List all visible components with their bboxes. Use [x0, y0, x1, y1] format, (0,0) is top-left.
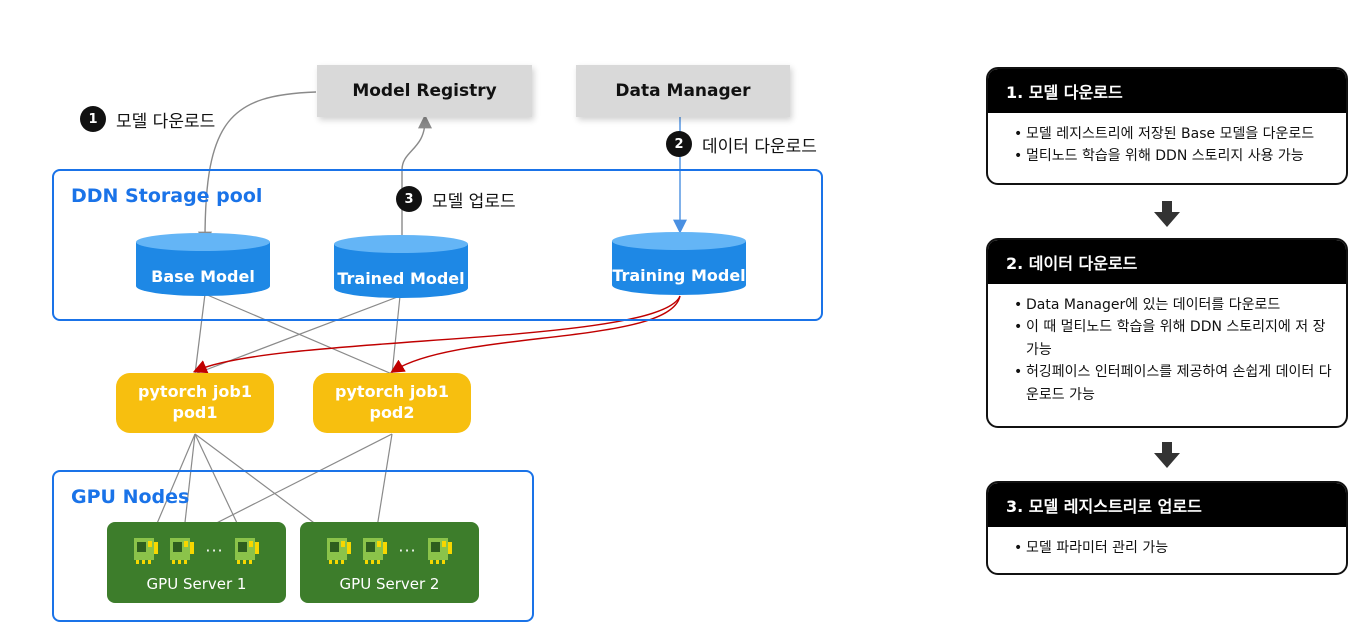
training-to-pod1-arrow — [192, 295, 681, 374]
pod2-box: pytorch job1 pod2 — [313, 373, 471, 433]
download-model-arrow — [198, 91, 317, 246]
down-arrow-icon — [1154, 201, 1180, 227]
trained-model-label: Trained Model — [337, 269, 465, 288]
gpu-chip-icon — [170, 538, 195, 564]
gpu-chip-icon — [363, 538, 388, 564]
step3-label: 3 모델 업로드 — [396, 186, 516, 212]
down-arrow-icon — [1154, 442, 1180, 468]
gpu-server-2: ··· GPU Server 2 — [300, 522, 479, 603]
trained-model-cylinder — [334, 235, 468, 298]
step3-badge: 3 — [396, 186, 422, 212]
ddn-storage-pool — [52, 169, 823, 321]
server2-gpus: ··· — [300, 536, 479, 564]
gpu-chip-icon — [327, 538, 352, 564]
step2-text: 데이터 다운로드 — [702, 136, 817, 157]
pod2-line2: pod2 — [369, 403, 415, 422]
model-registry-box: Model Registry — [317, 65, 532, 117]
pod1-line2: pod1 — [172, 403, 218, 422]
pod1-line1: pytorch job1 — [138, 382, 252, 402]
card2-title: 2. 데이터 다운로드 — [988, 240, 1346, 284]
more-gpus-ellipsis: ··· — [398, 540, 417, 560]
step-card-3: 3. 모델 레지스트리로 업로드 모델 파라미터 관리 가능 — [986, 481, 1348, 575]
card2-item: 허깅페이스 인터페이스를 제공하여 손쉽게 데이터 다운로드 가능 — [1014, 361, 1332, 406]
data-manager-box: Data Manager — [576, 65, 790, 117]
step-card-1: 1. 모델 다운로드 모델 레지스트리에 저장된 Base 모델을 다운로드 멀… — [986, 67, 1348, 185]
gpu-chip-icon — [134, 538, 159, 564]
gpu-server-2-label: GPU Server 2 — [339, 575, 440, 593]
more-gpus-ellipsis: ··· — [205, 540, 224, 560]
card2-item: Data Manager에 있는 데이터를 다운로드 — [1014, 294, 1332, 317]
gpu-chip-icon — [427, 538, 452, 564]
base-model-cylinder — [136, 233, 270, 296]
training-model-cylinder — [612, 232, 746, 295]
gpu-chip-icon — [234, 538, 259, 564]
step1-badge: 1 — [80, 106, 106, 132]
server1-gpus: ··· — [107, 536, 286, 564]
card1-item: 멀티노드 학습을 위해 DDN 스토리지 사용 가능 — [1014, 145, 1332, 168]
card1-title: 1. 모델 다운로드 — [988, 69, 1346, 113]
gpu-server-1: ··· GPU Server 1 — [107, 522, 286, 603]
storage-pool-title: DDN Storage pool — [71, 185, 263, 207]
training-to-pod2-arrow — [390, 295, 681, 373]
pod2-line1: pytorch job1 — [335, 382, 449, 402]
step-card-2: 2. 데이터 다운로드 Data Manager에 있는 데이터를 다운로드 이… — [986, 238, 1348, 428]
step2-badge: 2 — [666, 131, 692, 157]
gpu-server-1-label: GPU Server 1 — [146, 575, 247, 593]
step3-text: 모델 업로드 — [432, 191, 516, 212]
pod1-box: pytorch job1 pod1 — [116, 373, 274, 433]
card3-title: 3. 모델 레지스트리로 업로드 — [988, 483, 1346, 527]
training-model-label: Training Model — [612, 266, 746, 285]
card3-item: 모델 파라미터 관리 가능 — [1014, 537, 1332, 560]
card1-item: 모델 레지스트리에 저장된 Base 모델을 다운로드 — [1014, 123, 1332, 146]
gpu-nodes-box — [52, 470, 534, 622]
base-model-label: Base Model — [151, 267, 255, 286]
step1-label: 1 모델 다운로드 — [80, 106, 215, 132]
step2-label: 2 데이터 다운로드 — [666, 131, 817, 157]
step1-text: 모델 다운로드 — [116, 111, 216, 132]
card2-item: 이 때 멀티노드 학습을 위해 DDN 스토리지에 저 장 가능 — [1014, 316, 1332, 361]
gpu-nodes-title: GPU Nodes — [71, 486, 190, 508]
